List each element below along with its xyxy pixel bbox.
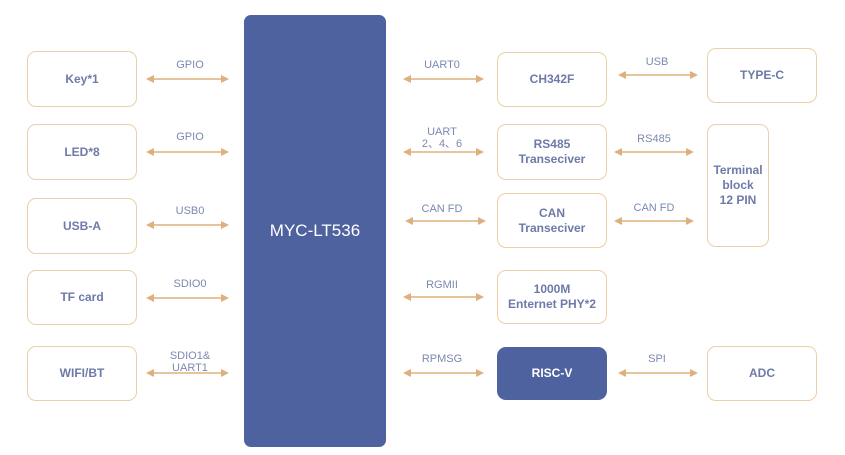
link-label-can-fd: CAN FD <box>421 203 463 215</box>
link-label-uart0: UART0 <box>424 59 460 71</box>
arrow-spi-head-left <box>618 369 626 377</box>
arrow-can-fd <box>405 217 486 225</box>
arrow-gpio-key-head-left <box>146 75 154 83</box>
block-terminal-block-label: Terminal block 12 PIN <box>713 163 763 207</box>
arrow-usb0-head-left <box>146 221 154 229</box>
arrow-rgmii <box>403 293 484 301</box>
block-rs485-transceiver-label: RS485 Transeciver <box>518 137 586 166</box>
arrow-usb0 <box>146 221 229 229</box>
arrow-usb <box>618 71 698 79</box>
block-type-c: TYPE-C <box>707 48 817 103</box>
block-rs485-transceiver: RS485 Transeciver <box>497 124 607 180</box>
block-led-label: LED*8 <box>64 144 100 159</box>
block-ch342f: CH342F <box>497 52 607 107</box>
link-label-spi: SPI <box>648 353 666 365</box>
block-key: Key*1 <box>27 51 137 107</box>
arrow-gpio-led <box>146 148 229 156</box>
arrow-uart0-head-right <box>476 75 484 83</box>
block-ethernet-phy: 1000M Enternet PHY*2 <box>497 270 607 324</box>
link-label-usb0: USB0 <box>175 205 205 217</box>
block-usb-a-label: USB-A <box>63 218 101 233</box>
block-tf-card-label: TF card <box>60 290 104 304</box>
arrow-sdio1-uart1-head-left <box>146 369 154 377</box>
arrow-usb0-head-right <box>221 221 229 229</box>
block-ch342f-label: CH342F <box>529 72 575 86</box>
block-wifi-bt: WIFI/BT <box>27 346 137 401</box>
block-usb-a: USB-A <box>27 198 137 254</box>
link-label-sdio0: SDIO0 <box>173 278 207 290</box>
arrow-can-fd-terminal-head-right <box>686 217 694 225</box>
arrow-spi <box>618 369 698 377</box>
arrow-sdio0-head-right <box>221 294 229 302</box>
arrow-can-fd-head-right <box>478 217 486 225</box>
link-label-rpmsg: RPMSG <box>421 353 463 365</box>
arrow-uart-246-head-left <box>403 148 411 156</box>
link-label-can-fd-terminal: CAN FD <box>633 202 675 214</box>
arrow-uart0-head-left <box>403 75 411 83</box>
arrow-rpmsg-head-right <box>476 369 484 377</box>
arrow-can-fd-head-left <box>405 217 413 225</box>
block-type-c-label: TYPE-C <box>739 68 784 82</box>
block-ethernet-phy-label: 1000M Enternet PHY*2 <box>507 282 597 311</box>
arrow-gpio-key <box>146 75 229 83</box>
link-label-uart-246: UART 2、4、6 <box>421 126 463 150</box>
arrow-rpmsg <box>403 369 484 377</box>
arrow-can-fd-terminal <box>614 217 694 225</box>
link-label-sdio1-uart1: SDIO1& UART1 <box>169 350 211 374</box>
block-risc-v: RISC-V <box>497 347 607 400</box>
block-adc: ADC <box>707 346 817 401</box>
arrow-can-fd-terminal-head-left <box>614 217 622 225</box>
link-label-gpio-led: GPIO <box>176 131 204 143</box>
core-soc-label: MYC-LT536 <box>269 221 361 240</box>
block-led: LED*8 <box>27 124 137 180</box>
block-can-transceiver-label: CAN Transeciver <box>518 205 586 235</box>
link-label-rs485: RS485 <box>637 133 671 145</box>
arrow-gpio-key-head-right <box>221 75 229 83</box>
link-label-gpio-key: GPIO <box>176 59 204 71</box>
block-risc-v-label: RISC-V <box>531 366 573 380</box>
core-soc-block: MYC-LT536 <box>244 15 386 447</box>
arrow-gpio-led-head-right <box>221 148 229 156</box>
arrow-usb-head-left <box>618 71 626 79</box>
arrow-rgmii-head-left <box>403 293 411 301</box>
block-can-transceiver: CAN Transeciver <box>497 193 607 248</box>
arrow-sdio0 <box>146 294 229 302</box>
arrow-usb-head-right <box>690 71 698 79</box>
arrow-rs485 <box>614 148 694 156</box>
arrow-rs485-head-right <box>686 148 694 156</box>
block-key-label: Key*1 <box>65 71 99 86</box>
block-wifi-bt-label: WIFI/BT <box>59 366 105 380</box>
arrow-rgmii-head-right <box>476 293 484 301</box>
link-label-usb: USB <box>645 56 669 68</box>
arrow-rpmsg-head-left <box>403 369 411 377</box>
link-label-rgmii: RGMII <box>426 279 458 291</box>
arrow-spi-head-right <box>690 369 698 377</box>
arrow-sdio1-uart1-head-right <box>221 369 229 377</box>
block-tf-card: TF card <box>27 270 137 325</box>
arrow-gpio-led-head-left <box>146 148 154 156</box>
block-adc-label: ADC <box>749 366 775 380</box>
block-terminal-block: Terminal block 12 PIN <box>707 124 769 247</box>
arrow-rs485-head-left <box>614 148 622 156</box>
arrow-uart0 <box>403 75 484 83</box>
arrow-sdio0-head-left <box>146 294 154 302</box>
arrow-uart-246-head-right <box>476 148 484 156</box>
